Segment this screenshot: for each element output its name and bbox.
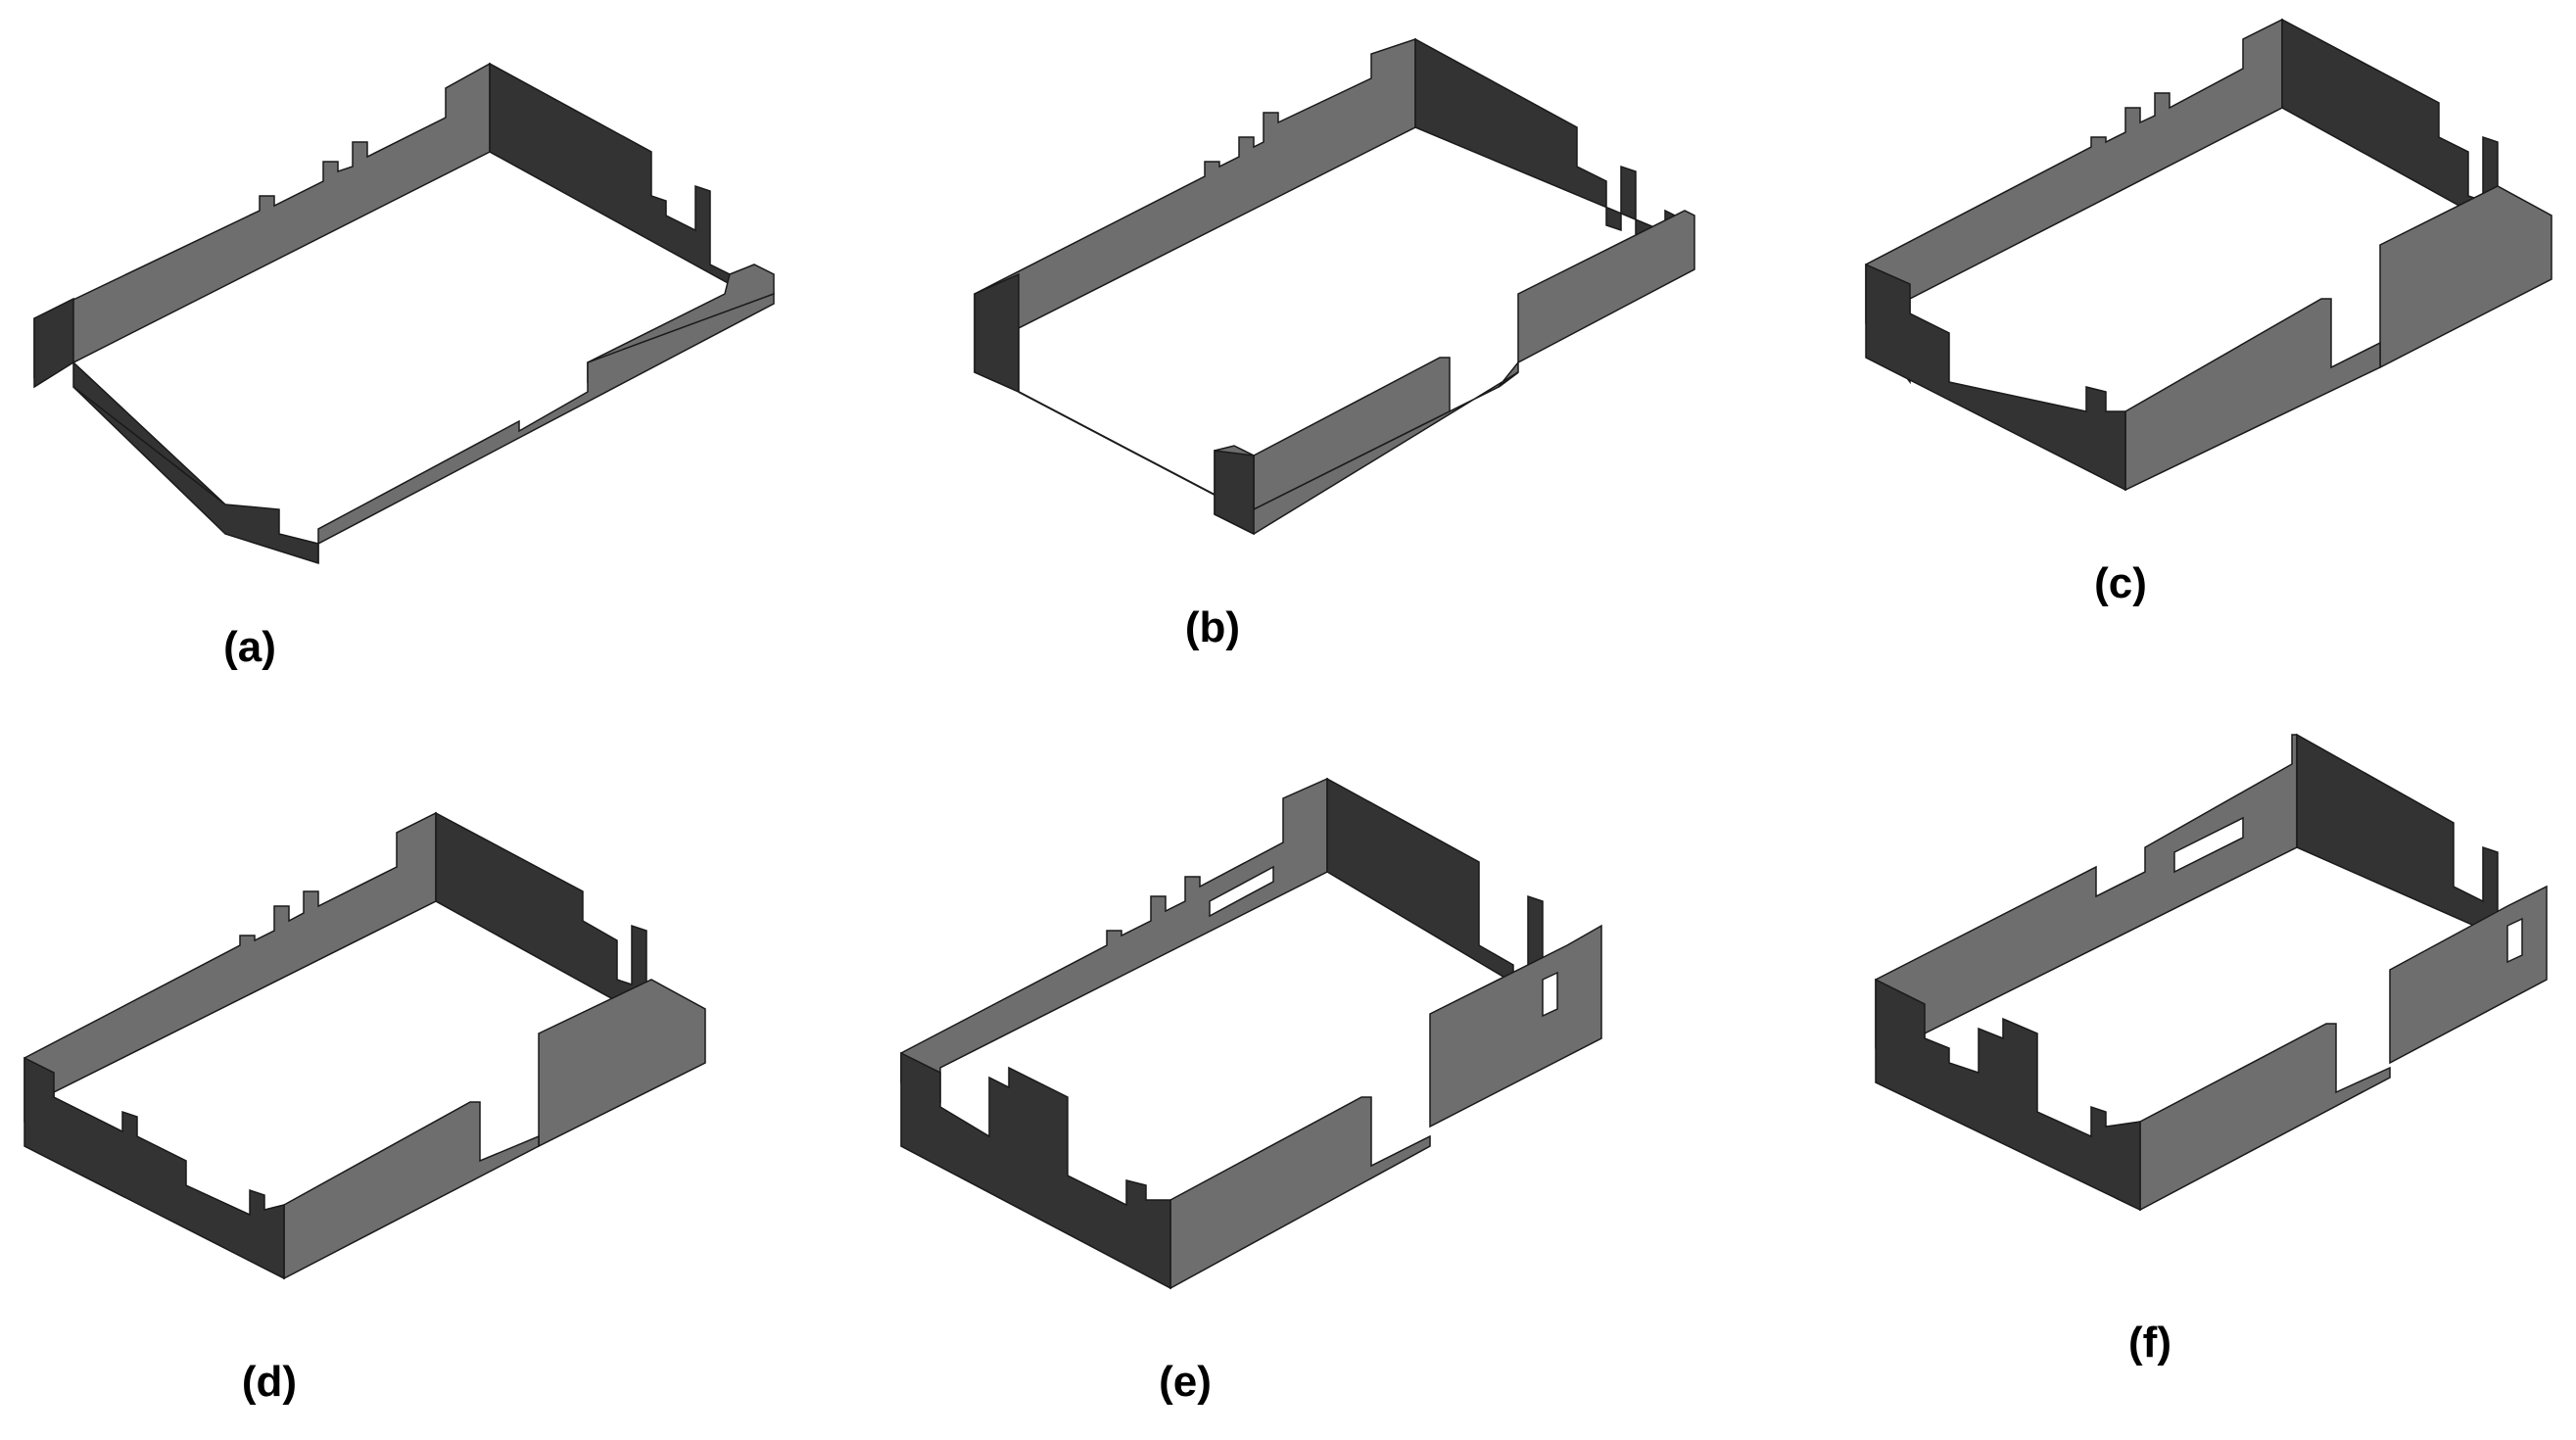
tray-c-left-end — [1865, 263, 2126, 492]
panel-a: (a) — [33, 62, 775, 671]
tray-b-right-front — [1517, 210, 1695, 364]
panel-c-label: (c) — [2094, 559, 2147, 607]
tray-a-front-left — [72, 360, 319, 565]
tray-f — [1875, 733, 2548, 1212]
tray-f-back-wall — [1875, 734, 2298, 1075]
tray-d — [24, 811, 706, 1280]
tray-f-back-window — [2173, 816, 2244, 874]
tray-a-left-end — [33, 297, 74, 389]
tray-e — [900, 777, 1602, 1290]
tray-d-back-wall — [24, 811, 437, 1138]
panel-c: (c) — [1865, 18, 2552, 607]
tray-d-left-end — [24, 1056, 285, 1280]
tray-a-back-wall — [33, 62, 491, 379]
panel-d: (d) — [24, 811, 706, 1406]
tray-f-left-end — [1875, 978, 2141, 1212]
tray-b-back-wall — [974, 37, 1416, 394]
tray-a-right-wall — [489, 62, 731, 286]
panel-b: (b) — [974, 37, 1695, 651]
tray-f-front-wall — [2139, 1023, 2391, 1212]
tray-e-front-wall — [1169, 1096, 1431, 1290]
tray-c-right-front — [2379, 185, 2552, 369]
tray-c-front-wall — [2124, 298, 2381, 492]
tray-a — [33, 62, 775, 565]
tray-e-right-front — [1429, 924, 1602, 1128]
tray-e-right-window — [1542, 971, 1558, 1018]
panel-d-label: (d) — [242, 1358, 297, 1406]
tray-d-right-front — [538, 979, 706, 1148]
panel-f: (f) — [1875, 733, 2548, 1367]
tray-b-left-end — [974, 272, 1020, 394]
tray-d-front-wall — [283, 1101, 540, 1280]
panel-a-label: (a) — [223, 623, 276, 671]
tray-c — [1865, 18, 2552, 492]
tray-b — [974, 37, 1695, 536]
tray-b-front-mid — [1253, 357, 1451, 511]
panel-e-label: (e) — [1159, 1358, 1212, 1406]
tray-a-front-wall — [317, 292, 775, 563]
tray-e-back-wall — [900, 777, 1328, 1104]
tray-f-right-window — [2506, 917, 2523, 964]
tray-e-left-end — [900, 1051, 1171, 1290]
tray-b-right-wall — [1414, 37, 1686, 242]
tray-f-right-wall — [2296, 733, 2508, 942]
tray-b-front-left — [1214, 360, 1519, 535]
panel-f-label: (f) — [2128, 1319, 2171, 1367]
tray-b-front-end — [1214, 450, 1255, 536]
tray-c-back-wall — [1865, 18, 2283, 385]
panel-e: (e) — [900, 777, 1602, 1406]
panel-b-label: (b) — [1185, 603, 1240, 651]
tray-e-back-window — [1209, 865, 1274, 918]
